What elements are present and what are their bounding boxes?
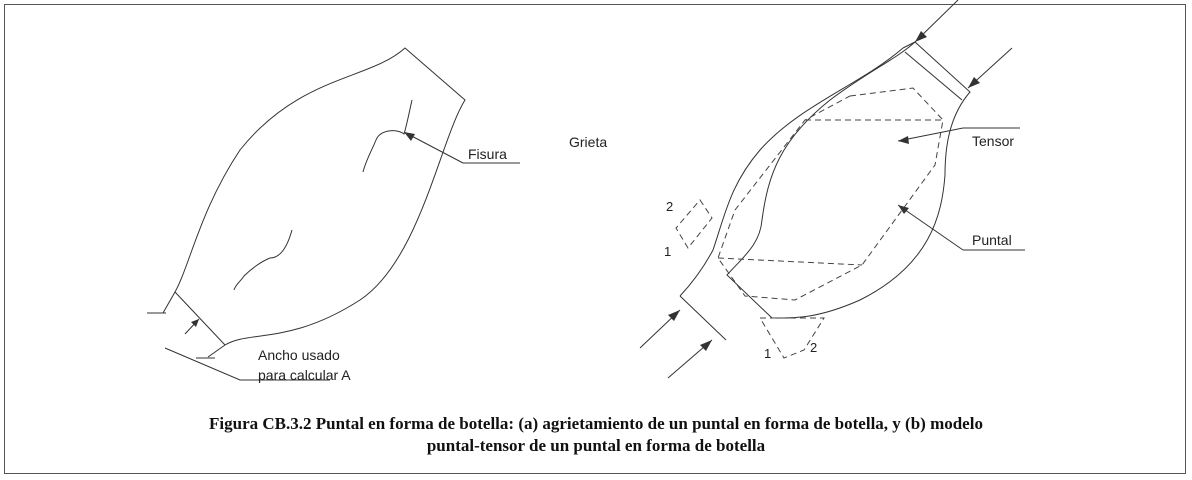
bottle-right-edge xyxy=(902,41,916,49)
bottom-bearing-block xyxy=(679,295,727,341)
node-top-label-1: 1 xyxy=(664,244,671,259)
width-arrowhead xyxy=(191,319,199,327)
crack-lower xyxy=(233,229,293,291)
figure-frame xyxy=(4,4,1186,474)
top-bearing-block xyxy=(904,51,963,101)
caption-line-1: Figura CB.3.2 Puntal en forma de botella… xyxy=(209,414,983,433)
node-bottom-label-2: 2 xyxy=(810,340,817,355)
width-ext-line-2 xyxy=(207,344,226,358)
grieta-label: Grieta xyxy=(569,134,607,150)
tensor-arrowhead xyxy=(898,136,909,144)
load-arrowhead-top-1 xyxy=(915,31,927,42)
node-triangle-left xyxy=(675,199,713,249)
node-top-label-2: 2 xyxy=(666,199,673,214)
strut-tie-model xyxy=(717,87,944,301)
bottle-strut-a: Ancho usado para calcular A Fisura xyxy=(147,47,520,383)
puntal-leader xyxy=(897,204,964,251)
tensor-label: Tensor xyxy=(972,133,1014,149)
tensor-leader xyxy=(897,127,964,142)
bottle-lower-edge xyxy=(679,47,904,297)
caption-line-2: puntal-tensor de un puntal en forma de b… xyxy=(426,436,766,455)
fisura-arrowhead xyxy=(404,132,415,141)
load-arrowhead-bottom-1 xyxy=(668,310,680,321)
ancho-leader xyxy=(164,347,330,381)
puntal-label: Puntal xyxy=(972,232,1012,248)
crack-upper xyxy=(362,99,413,173)
bottle-outline-a xyxy=(174,47,466,346)
ancho-label-line1: Ancho usado xyxy=(258,347,340,363)
ancho-label-line2: para calcular A xyxy=(258,367,351,383)
width-ext-line-1 xyxy=(162,291,176,314)
puntal-arrowhead xyxy=(898,205,909,214)
figure-caption: Figura CB.3.2 Puntal en forma de botella… xyxy=(0,413,1192,457)
fisura-label: Fisura xyxy=(468,146,507,162)
tie-bottom xyxy=(717,257,863,266)
node-bottom-label-1: 1 xyxy=(764,346,771,361)
bottle-strut-b xyxy=(639,0,1025,379)
bottle-outline-b xyxy=(726,41,971,319)
load-arrowhead-bottom-2 xyxy=(700,340,712,351)
load-arrowhead-top-2 xyxy=(968,77,980,88)
node-triangle-bottom xyxy=(759,317,825,359)
fisura-leader xyxy=(403,131,464,164)
